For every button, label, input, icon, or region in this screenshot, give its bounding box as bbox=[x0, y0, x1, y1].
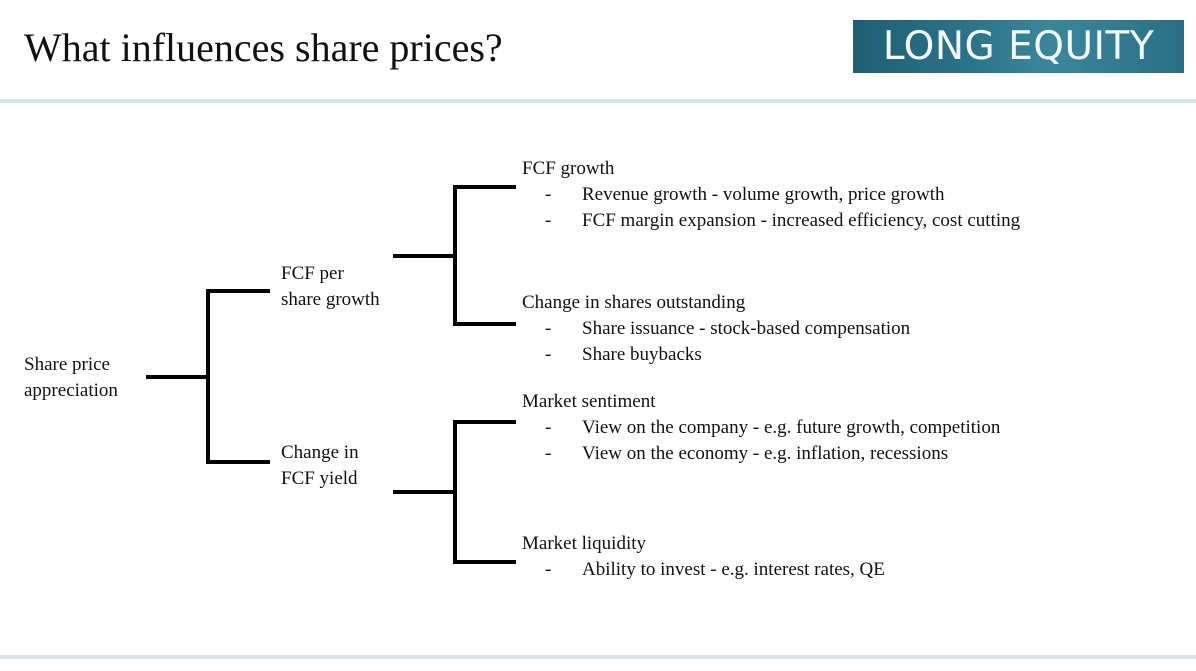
branch-node-change-in-fcf-yield: Change in FCF yield bbox=[281, 440, 359, 492]
leaf-market-sentiment: Market sentiment - View on the company -… bbox=[522, 389, 1000, 467]
bullet-text: FCF margin expansion - increased efficie… bbox=[582, 210, 1021, 231]
bullet-text: Ability to invest - e.g. interest rates,… bbox=[582, 559, 885, 580]
branch-node-fcf-per-share-growth: FCF per share growth bbox=[281, 261, 380, 313]
leaf-title: Market liquidity bbox=[522, 533, 647, 554]
footer-divider bbox=[0, 655, 1196, 659]
root-node-line-1: Share price bbox=[24, 354, 110, 375]
leaf-title: Change in shares outstanding bbox=[522, 292, 746, 313]
bullet-text: View on the economy - e.g. inflation, re… bbox=[582, 443, 949, 464]
leaf-title: Market sentiment bbox=[522, 391, 656, 412]
bullet-item: - Revenue growth - volume growth, price … bbox=[522, 182, 945, 208]
root-node-line-2: appreciation bbox=[24, 380, 118, 401]
slide-title: What influences share prices? bbox=[24, 25, 503, 70]
bullet-dash: - bbox=[545, 318, 552, 339]
leaf-market-liquidity: Market liquidity - Ability to invest - e… bbox=[522, 531, 885, 583]
branch-node-line-2: share growth bbox=[281, 289, 380, 310]
branch-node-line-2: FCF yield bbox=[281, 468, 358, 489]
bullet-item: - FCF margin expansion - increased effic… bbox=[522, 208, 1020, 234]
bullet-text: Revenue growth - volume growth, price gr… bbox=[582, 184, 945, 205]
leaf-title: FCF growth bbox=[522, 158, 615, 179]
leaf-change-in-shares-outstanding: Change in shares outstanding - Share iss… bbox=[522, 290, 910, 368]
bullet-dash: - bbox=[545, 417, 552, 438]
bullet-item: - Ability to invest - e.g. interest rate… bbox=[522, 557, 885, 583]
bullet-item: - View on the economy - e.g. inflation, … bbox=[522, 441, 948, 467]
bullet-text: Share buybacks bbox=[582, 344, 702, 365]
bullet-text: Share issuance - stock-based compensatio… bbox=[582, 318, 911, 339]
bullet-dash: - bbox=[545, 184, 552, 205]
long-equity-logo: LONG EQUITY bbox=[853, 20, 1184, 73]
header-divider bbox=[0, 99, 1196, 103]
bullet-item: - View on the company - e.g. future grow… bbox=[522, 415, 1000, 441]
bullet-text: View on the company - e.g. future growth… bbox=[582, 417, 1001, 438]
bullet-dash: - bbox=[545, 559, 552, 580]
branch-node-line-1: Change in bbox=[281, 442, 359, 463]
bullet-dash: - bbox=[545, 210, 552, 231]
bullet-dash: - bbox=[545, 344, 552, 365]
root-node: Share price appreciation bbox=[24, 352, 118, 404]
leaf-fcf-growth: FCF growth - Revenue growth - volume gro… bbox=[522, 156, 1020, 234]
bullet-item: - Share buybacks bbox=[522, 342, 745, 368]
branch-node-line-1: FCF per bbox=[281, 263, 344, 284]
bullet-dash: - bbox=[545, 443, 552, 464]
bullet-item: - Share issuance - stock-based compensat… bbox=[522, 316, 910, 342]
